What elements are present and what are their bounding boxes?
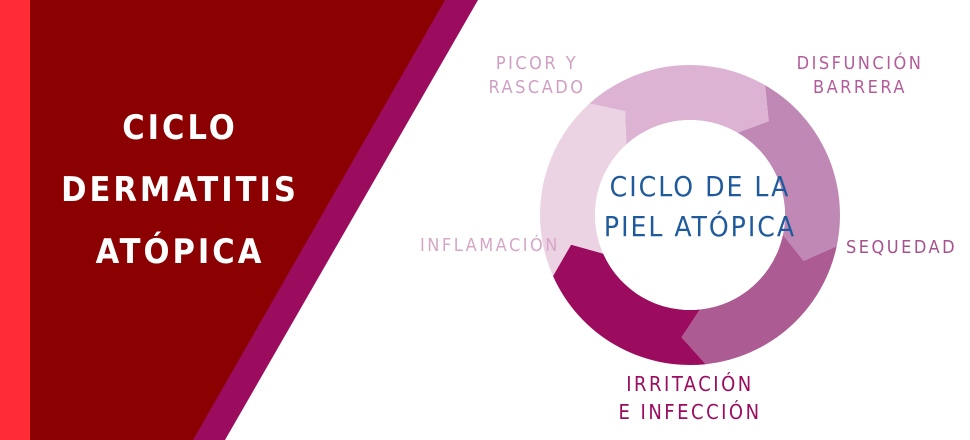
ring-segment-picor-rascado: [589, 64, 769, 145]
title-line-2: DERMATITIS: [61, 170, 299, 210]
title-panel: [30, 0, 445, 440]
stage-label-disfuncion-barrera: DISFUNCIÓN BARRERA: [796, 53, 924, 98]
ring-segment-irritacion-infeccion: [553, 244, 706, 366]
left-red-stripe: [0, 0, 30, 440]
stage-label-sequedad: SEQUEDAD: [846, 237, 958, 258]
stage-label-irritacion-infeccion: IRRITACIÓN E INFECCIÓN: [618, 372, 762, 424]
cycle-ring: [540, 64, 840, 366]
stage-label-inflamacion: INFLAMACIÓN: [420, 235, 560, 256]
cycle-center-line-2: PIEL ATÓPICA: [603, 210, 797, 243]
ring-center-hole: [595, 120, 785, 310]
stage-label-picor-rascado: PICOR Y RASCADO: [488, 53, 586, 98]
ring-segment-sequedad: [681, 234, 837, 365]
title-line-3: ATÓPICA: [95, 232, 265, 272]
ring-segment-disfuncion-barrera: [737, 85, 840, 261]
title-line-1: CICLO: [122, 108, 238, 148]
ring-segment-inflamacion: [540, 103, 627, 276]
cycle-center-line-1: CICLO DE LA: [609, 170, 791, 203]
